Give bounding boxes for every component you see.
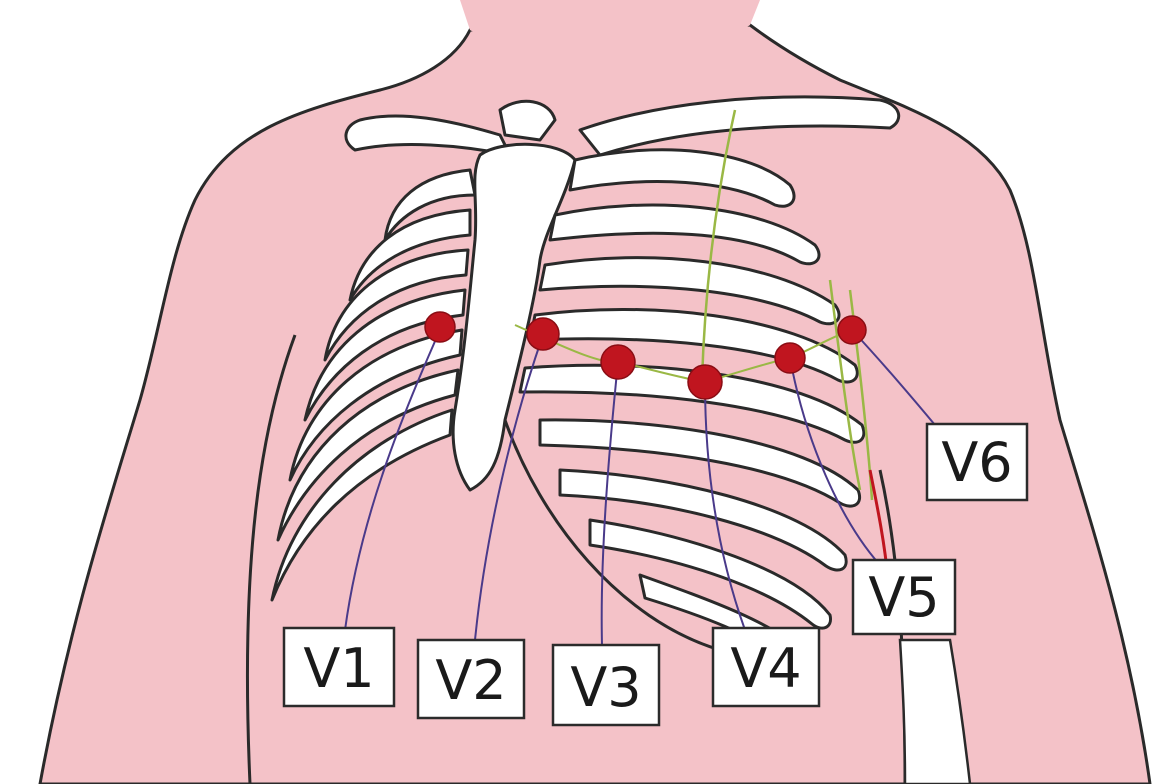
lead-label-v3-text: V3	[570, 656, 641, 719]
electrode-v3	[601, 345, 635, 379]
lead-label-v4: V4	[713, 628, 819, 706]
electrode-v6	[838, 316, 866, 344]
lead-label-v2: V2	[418, 640, 524, 718]
lead-label-v3: V3	[553, 645, 659, 725]
lead-label-v5-text: V5	[868, 566, 939, 629]
lead-label-v1: V1	[284, 628, 394, 706]
electrode-v2	[527, 318, 559, 350]
lead-label-v4-text: V4	[730, 637, 801, 700]
lead-label-v2-text: V2	[435, 649, 506, 712]
lead-label-v6: V6	[927, 424, 1027, 500]
electrode-v1	[425, 312, 455, 342]
electrode-v4	[688, 365, 722, 399]
lead-label-v1-text: V1	[303, 637, 374, 700]
lead-label-v6-text: V6	[941, 431, 1012, 494]
electrode-v5	[775, 343, 805, 373]
lead-label-v5: V5	[853, 560, 955, 634]
